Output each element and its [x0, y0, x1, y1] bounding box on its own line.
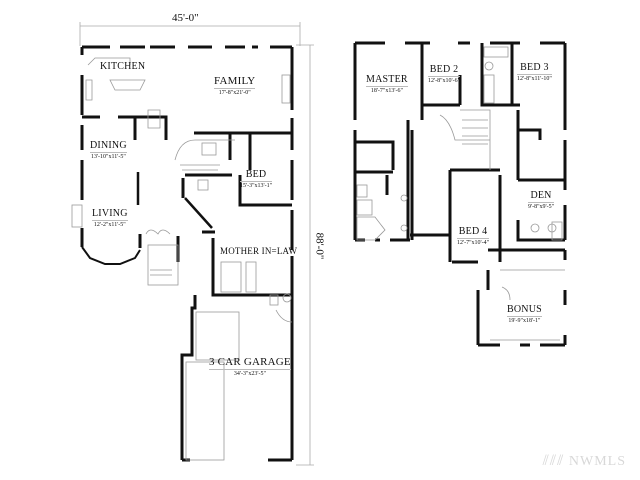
room-mother-in-law: MOTHER IN=LAW — [220, 246, 297, 256]
room-dimensions: 18'-7"x13'-6" — [366, 86, 408, 94]
room-bed: BED 15'-3"x13'-1" — [240, 169, 273, 189]
watermark-text: NWMLS — [568, 454, 626, 469]
room-bed-3: BED 3 12'-8"x11'-10" — [517, 62, 552, 82]
room-dimensions: 19'-9"x18'-1" — [507, 316, 542, 324]
room-family: FAMILY 17'-8"x21'-0" — [214, 75, 256, 96]
room-name: LIVING — [92, 208, 128, 219]
room-name: FAMILY — [214, 75, 256, 87]
room-name: BED — [245, 169, 267, 180]
room-dimensions: 9'-8"x9'-5" — [528, 202, 555, 210]
room-name: MOTHER IN=LAW — [220, 246, 298, 256]
room-bed-4: BED 4 12'-7"x10'-4" — [457, 226, 490, 246]
room-name: BED 4 — [458, 226, 488, 237]
room-name: 3 CAR GARAGE — [209, 356, 291, 368]
room-bed-2: BED 2 12'-8"x10'-6" — [428, 64, 461, 84]
nwmls-watermark: ⫽⫽⫽ NWMLS — [543, 454, 626, 470]
room-name: KITCHEN — [100, 61, 146, 72]
overall-width-label: 45'-0" — [172, 12, 199, 24]
room-dimensions: 12'-2"x11'-5" — [92, 220, 128, 228]
room-dimensions: 12'-8"x11'-10" — [517, 74, 552, 82]
overall-depth-label: 88'-0" — [313, 232, 326, 260]
room-dimensions: 12'-7"x10'-4" — [457, 238, 490, 246]
room-name: BONUS — [507, 304, 542, 315]
room-dimensions: 12'-8"x10'-6" — [428, 76, 461, 84]
room-living: LIVING 12'-2"x11'-5" — [92, 208, 128, 228]
room-bonus: BONUS 19'-9"x18'-1" — [507, 304, 542, 324]
room-dimensions: 17'-8"x21'-0" — [214, 88, 256, 96]
room-name: MASTER — [366, 74, 408, 85]
room-dimensions: 13'-10"x11'-5" — [90, 152, 127, 160]
watermark-logo-icon: ⫽⫽⫽ — [542, 454, 565, 469]
room-name: BED 3 — [520, 62, 549, 73]
room-name: DEN — [530, 190, 552, 201]
room-name: BED 2 — [429, 64, 459, 75]
room-name: DINING — [90, 140, 127, 151]
room-garage: 3 CAR GARAGE 34'-3"x23'-5" — [209, 356, 291, 377]
room-master: MASTER 18'-7"x13'-6" — [366, 74, 408, 94]
room-den: DEN 9'-8"x9'-5" — [528, 190, 555, 210]
room-dimensions: 15'-3"x13'-1" — [240, 181, 273, 189]
room-kitchen: KITCHEN — [100, 61, 145, 72]
dimension-lines — [79, 22, 314, 466]
upper-floor-fixtures — [356, 46, 565, 341]
main-floor-fixtures — [71, 57, 293, 461]
room-dimensions: 34'-3"x23'-5" — [209, 369, 291, 377]
room-dining: DINING 13'-10"x11'-5" — [90, 140, 127, 160]
